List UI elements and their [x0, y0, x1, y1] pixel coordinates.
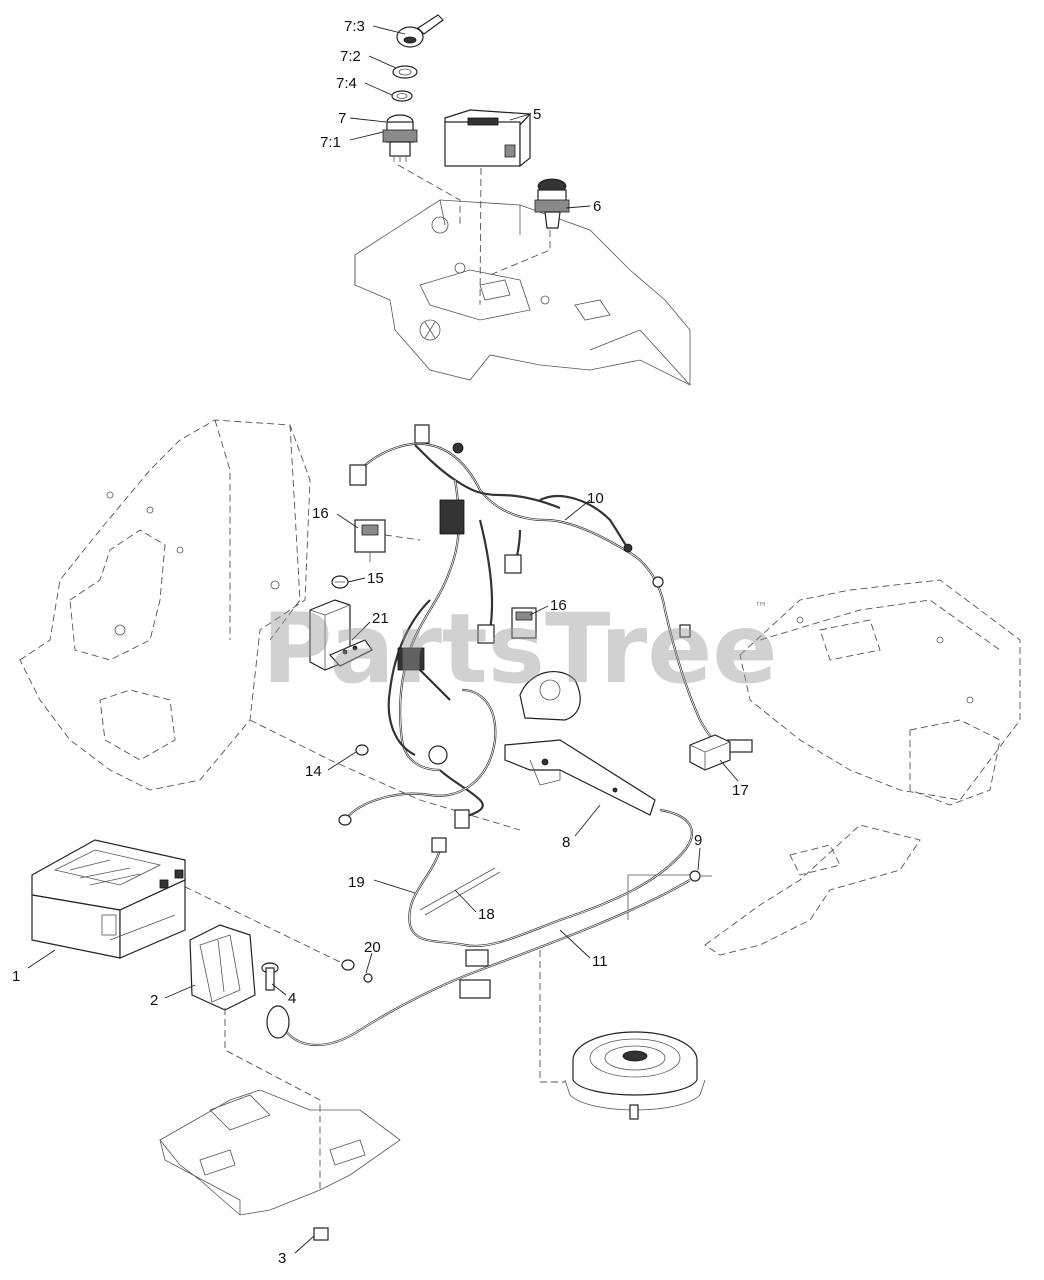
ignition-nut: [392, 65, 418, 79]
floor-plate: [704, 824, 921, 956]
callout-2: 2: [150, 992, 158, 1009]
holddown-bolt: [261, 962, 279, 991]
hour-meter: [444, 109, 532, 168]
callout-4: 4: [288, 990, 296, 1007]
callout-8: 8: [562, 834, 570, 851]
terminal-screw: [341, 959, 373, 983]
callout-10: 10: [587, 490, 604, 507]
callout-15: 15: [367, 570, 384, 587]
callout-11: 11: [592, 953, 608, 970]
cable-clip: [627, 870, 712, 920]
mounting-screw: [331, 575, 349, 589]
callout-7-2: 7:2: [340, 48, 361, 65]
callout-19: 19: [348, 874, 365, 891]
ground-cable: [266, 879, 691, 1047]
callout-3: 3: [278, 1250, 286, 1267]
pto-clutch: [539, 950, 706, 1120]
callout-17: 17: [732, 782, 749, 799]
battery: [31, 839, 186, 959]
relay-connector-a: [354, 519, 421, 562]
callout-7: 7: [338, 110, 346, 127]
leader-lines: [27, 25, 739, 1254]
callout-18: 18: [478, 906, 495, 923]
callout-16-b: 16: [550, 597, 567, 614]
chassis-frame-right: [739, 579, 1021, 806]
watermark-text: PartsTree: [262, 593, 777, 705]
callout-9: 9: [694, 832, 702, 849]
cable-tie: [419, 867, 501, 916]
watermark: PartsTree ™: [262, 593, 777, 705]
ignition-switch: [382, 114, 418, 162]
callout-6: 6: [593, 198, 601, 215]
ground-terminal: [338, 688, 497, 826]
relay-connector-b: [511, 607, 537, 639]
callout-16-a: 16: [312, 505, 329, 522]
ignition-washer: [391, 90, 413, 102]
callout-labels: 7:3 7:2 7:4 7 7:1 5 6 16 10 15 16 21 14 …: [12, 18, 749, 1267]
callout-20: 20: [364, 939, 381, 956]
ignition-key: [396, 14, 444, 48]
callout-7-3: 7:3: [344, 18, 365, 35]
callout-5: 5: [533, 106, 541, 123]
battery-holddown: [189, 924, 256, 1011]
control-panel: [354, 199, 691, 386]
chassis-frame-left: [19, 419, 521, 831]
starter-solenoid: [519, 671, 581, 721]
callout-21: 21: [372, 610, 389, 627]
seat-switch: [689, 734, 731, 771]
trademark-symbol: ™: [754, 600, 768, 616]
callout-14: 14: [305, 763, 322, 780]
pto-switch: [534, 178, 570, 229]
harness-bracket: [504, 739, 656, 816]
relay-block: [309, 599, 373, 671]
callout-7-4: 7:4: [336, 75, 357, 92]
battery-cable: [408, 808, 693, 947]
callout-1: 1: [12, 968, 20, 985]
callout-7-1: 7:1: [320, 134, 341, 151]
battery-tray: [159, 1008, 401, 1241]
